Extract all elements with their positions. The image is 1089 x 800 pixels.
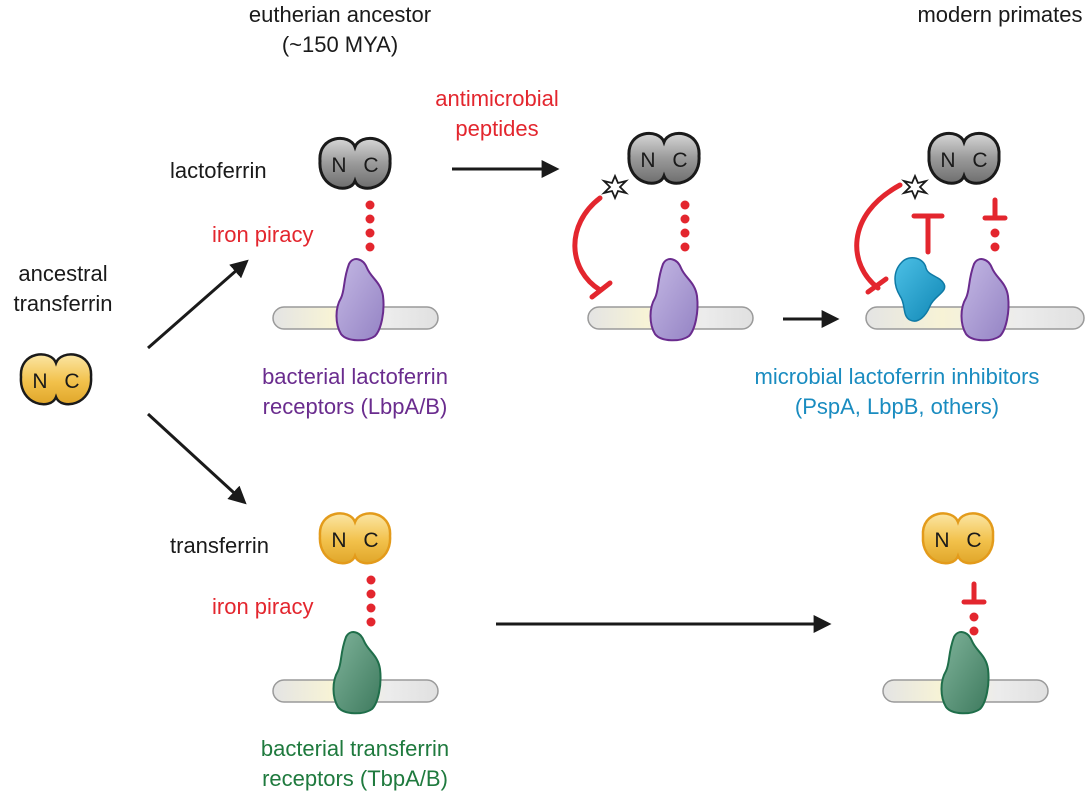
iron-piracy-dots-tf	[366, 575, 376, 627]
lobe-c: C	[966, 529, 981, 552]
amp-inhibition-arc	[572, 195, 603, 293]
iron-piracy-dots-modern-lf	[990, 228, 1000, 252]
lobe-n: N	[331, 154, 346, 177]
tbp-label-2: receptors (TbpA/B)	[262, 766, 448, 791]
iron-piracy-dots-modern-tf	[969, 612, 979, 636]
lobe-c: C	[64, 370, 79, 393]
lobe-c: C	[363, 529, 378, 552]
lbp-receptor	[335, 258, 385, 342]
lobe-n: N	[331, 529, 346, 552]
lactoferrin-label: lactoferrin	[170, 158, 267, 183]
lactoferrin-cleaved-protein: N C	[627, 131, 701, 185]
iron-piracy-dots-mid	[680, 200, 690, 252]
header-modern: modern primates	[917, 2, 1082, 27]
inhibitor-label-2: (PspA, LbpB, others)	[795, 394, 999, 419]
lobe-n: N	[940, 149, 955, 172]
lbp-label-1: bacterial lactoferrin	[262, 364, 448, 389]
tbp-receptor-modern	[940, 631, 990, 715]
iron-piracy-label-lf: iron piracy	[212, 222, 313, 247]
tbp-receptor	[332, 631, 382, 715]
iron-piracy-label-tf: iron piracy	[212, 594, 313, 619]
lbp-label-2: receptors (LbpA/B)	[263, 394, 448, 419]
amp-inhibition-arc-modern	[854, 182, 903, 291]
transferrin-modern-protein: N C	[921, 512, 995, 565]
inhibitor-label-1: microbial lactoferrin inhibitors	[755, 364, 1040, 389]
amp-label-1: antimicrobial	[435, 86, 559, 111]
lobe-c: C	[972, 149, 987, 172]
lbp-receptor-mid	[649, 258, 699, 342]
amp-inhibition-bar-modern	[865, 276, 889, 295]
arrow-to-transferrin	[146, 412, 247, 505]
lobe-c: C	[672, 149, 687, 172]
transferrin-label: transferrin	[170, 533, 269, 558]
amp-inhibition-bar	[589, 280, 613, 300]
ancestral-label-2: transferrin	[13, 291, 112, 316]
header-ancestor-time: (~150 MYA)	[282, 32, 398, 57]
tbp-label-1: bacterial transferrin	[261, 736, 449, 761]
lbp-receptor-modern	[960, 258, 1010, 342]
cleavage-burst-icon	[603, 175, 627, 199]
header-ancestor: eutherian ancestor	[249, 2, 431, 27]
iron-piracy-dots-lf	[365, 200, 375, 252]
lobe-c: C	[363, 154, 378, 177]
amp-label-2: peptides	[455, 116, 538, 141]
ancestral-transferrin-protein: N C	[19, 353, 93, 406]
microbial-inhibitor	[894, 257, 946, 322]
transferrin-protein: N C	[318, 512, 392, 565]
ancestral-label-1: ancestral	[18, 261, 107, 286]
lobe-n: N	[32, 370, 47, 393]
cleavage-burst-icon	[903, 175, 927, 199]
lactoferrin-modern-protein: N C	[927, 131, 1001, 185]
lactoferrin-protein: N C	[318, 136, 392, 190]
lobe-n: N	[934, 529, 949, 552]
arrow-to-lactoferrin	[147, 259, 249, 350]
lobe-n: N	[640, 149, 655, 172]
